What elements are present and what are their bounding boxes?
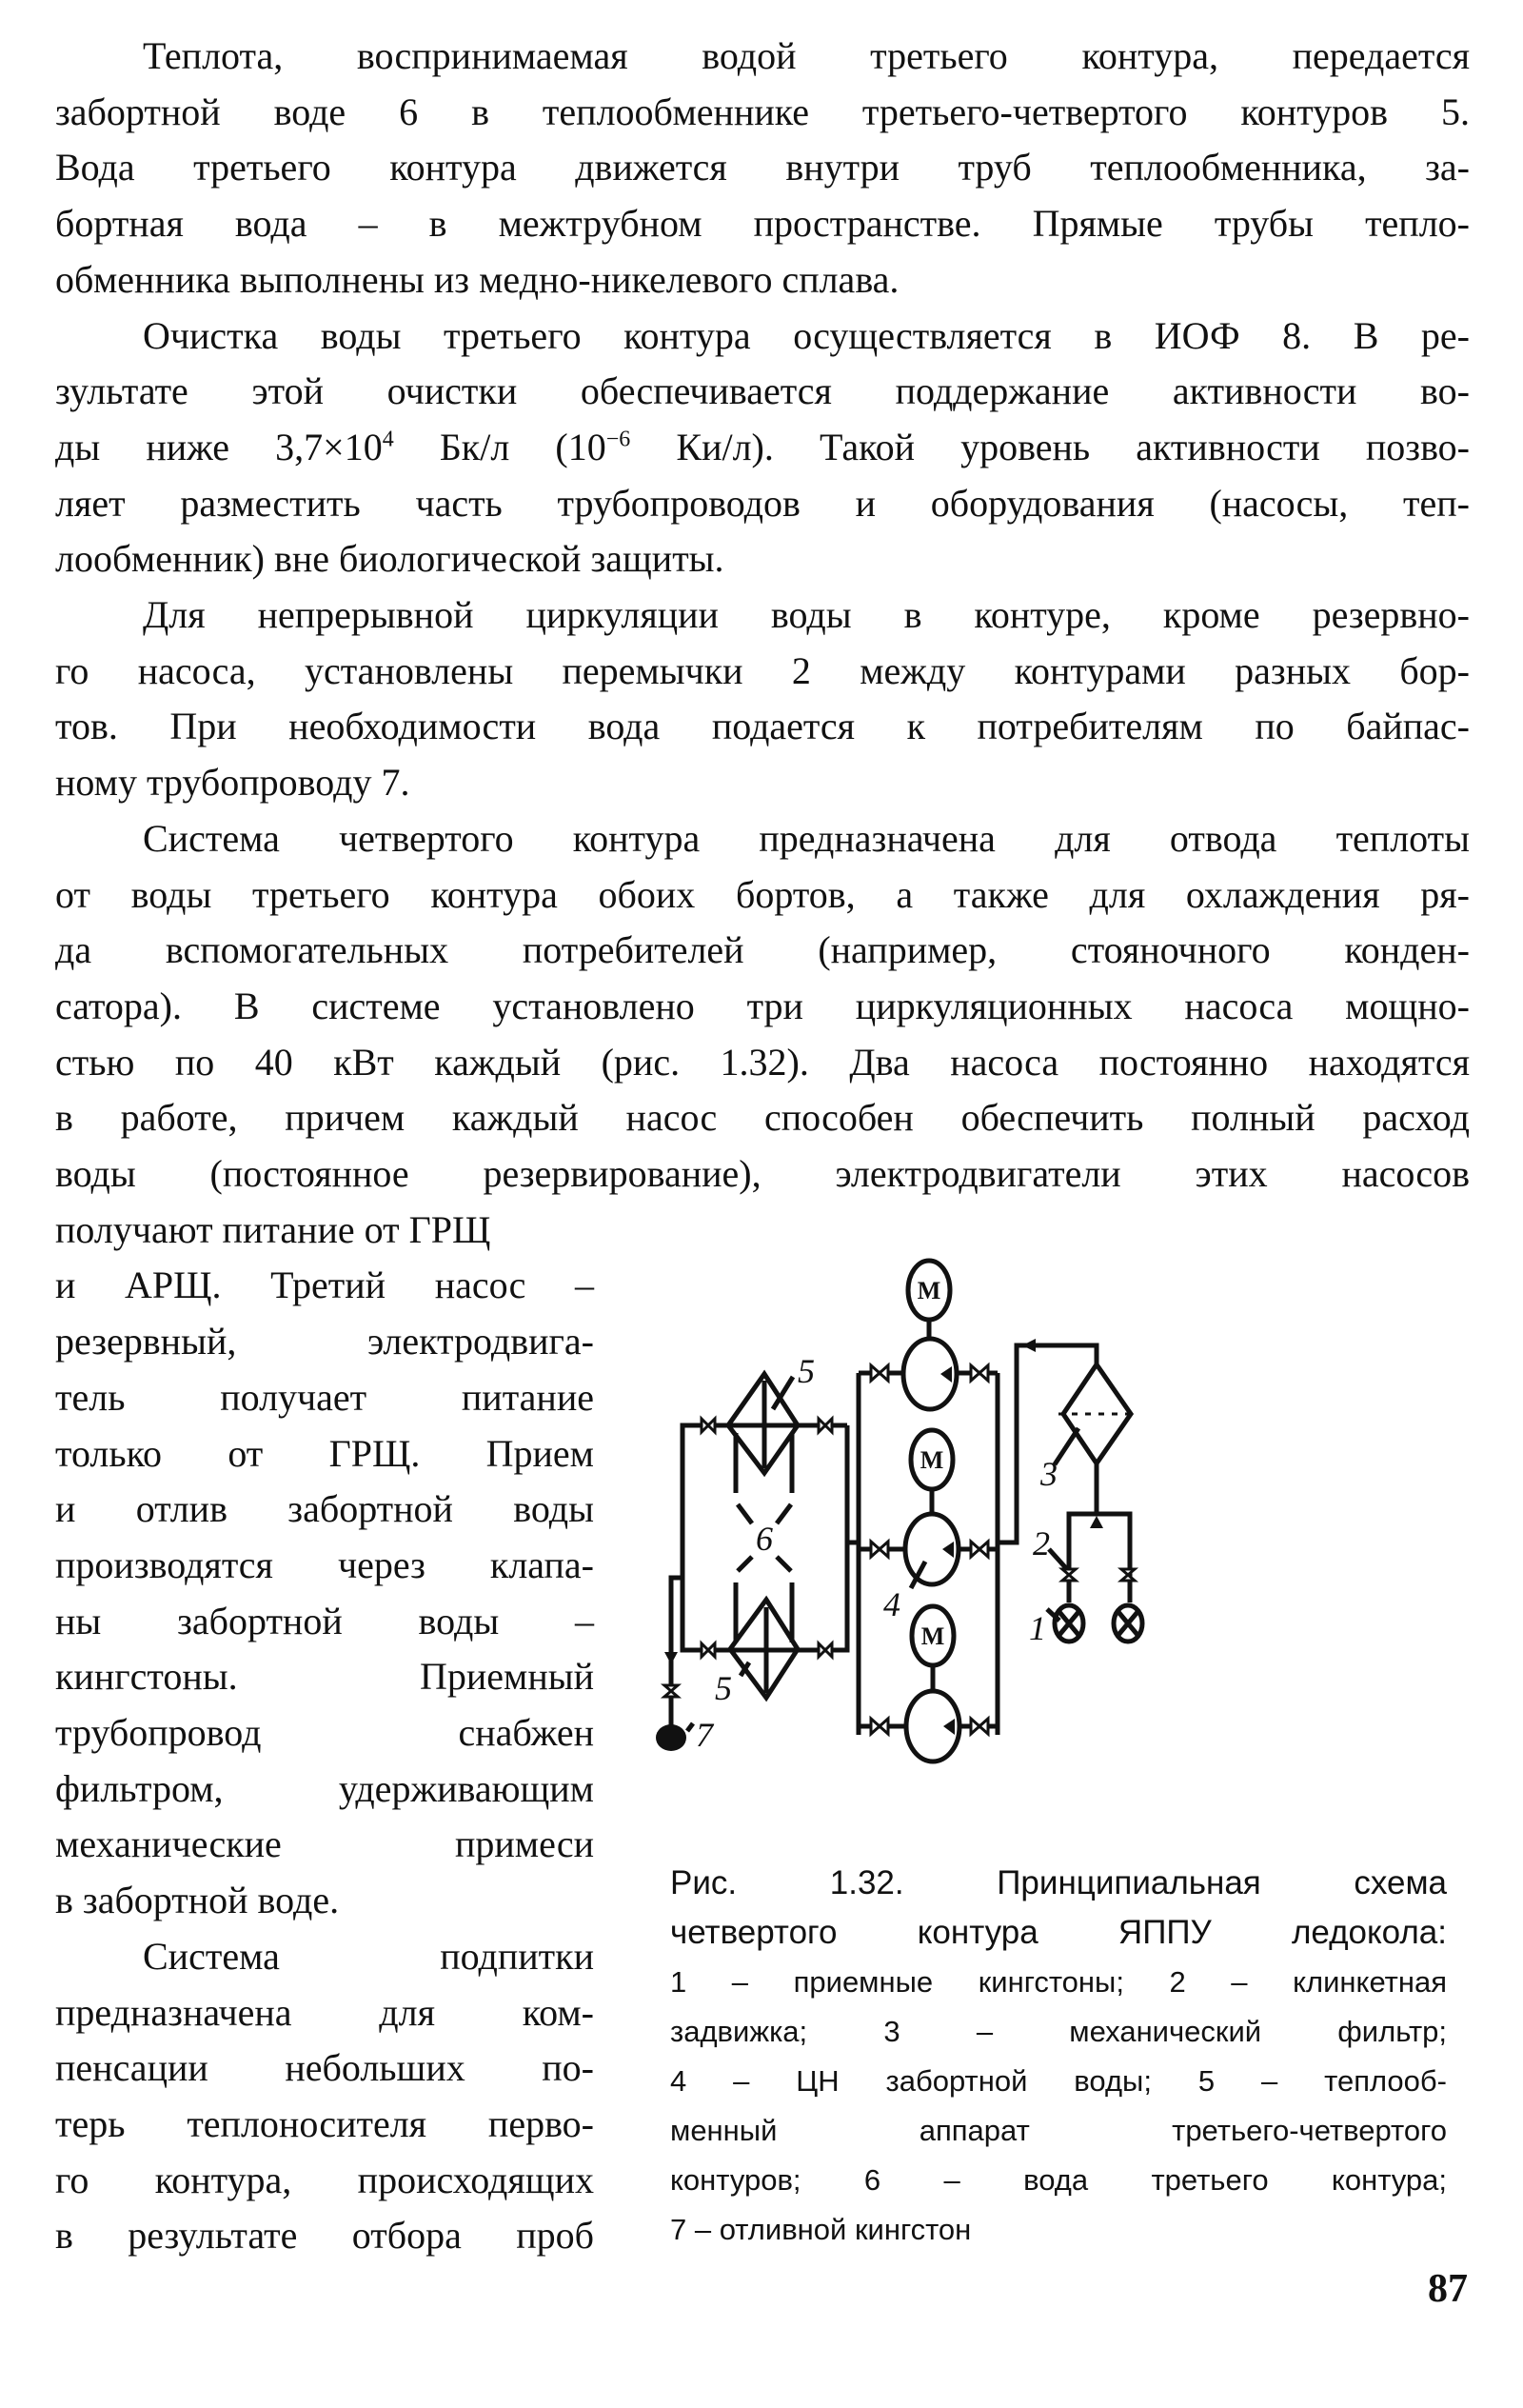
column-line: трубопровод снабжен <box>55 1711 594 1754</box>
body-line: го насоса, установлены перемычки 2 между… <box>55 648 1470 692</box>
column-line: в результате отбора проб <box>55 2214 594 2258</box>
pump-3 <box>903 1688 962 1764</box>
intake-kingston-1 <box>1052 1602 1086 1644</box>
column-line: кингстоны. Приемный <box>55 1655 594 1699</box>
column-line: пенсации небольших по- <box>55 2046 594 2090</box>
column-line: и АРЩ. Третий насос – <box>55 1264 594 1307</box>
motor-label: М <box>921 1622 945 1650</box>
label-5-bottom: 5 <box>715 1669 732 1707</box>
body-line: бортная вода – в межтрубном пространстве… <box>55 202 1470 246</box>
body-line: от воды третьего контура обоих бортов, а… <box>55 872 1470 916</box>
column-line: производятся через клапа- <box>55 1542 594 1586</box>
body-line: воды (постоянное резервирование), электр… <box>55 1152 1470 1195</box>
pump-2 <box>902 1511 961 1587</box>
label-7: 7 <box>696 1716 715 1754</box>
column-line: ны забортной воды – <box>55 1599 594 1642</box>
discharge-kingston <box>656 1724 686 1751</box>
body-line: Для непрерывной циркуляции воды в контур… <box>143 593 1470 636</box>
caption-legend-line: 7 – отливной кингстон <box>670 2213 972 2246</box>
column-line: Система подпитки <box>143 1934 594 1978</box>
motor-label: М <box>918 1277 941 1304</box>
column-line: тель получает питание <box>55 1375 594 1419</box>
caption-title-line: четвертого контура ЯППУ ледокола: <box>670 1914 1447 1951</box>
column-line: предназначена для ком- <box>55 1990 594 2034</box>
heat-exchanger-bottom <box>726 1595 801 1702</box>
heat-exchanger-top <box>724 1369 801 1478</box>
body-line: обменника выполнены из медно-никелевого … <box>55 257 900 301</box>
column-line: терь теплоносителя перво- <box>55 2101 594 2145</box>
caption-legend-line: 1 – приемные кингстоны; 2 – клинкетная <box>670 1965 1447 1999</box>
flow-arrows <box>656 1339 1103 1751</box>
motor-label: М <box>920 1446 944 1474</box>
body-line: ному трубопроводу 7. <box>55 761 410 805</box>
caption-legend-line: 4 – ЦН забортной воды; 5 – теплооб- <box>670 2064 1447 2098</box>
caption-title-line: Рис. 1.32. Принципиальная схема <box>670 1864 1447 1901</box>
column-line: фильтром, удерживающим <box>55 1766 594 1810</box>
label-6: 6 <box>756 1520 773 1558</box>
pump-1 <box>900 1336 959 1412</box>
column-line: резервный, электродвига- <box>55 1320 594 1363</box>
body-line: стью по 40 кВт каждый (рис. 1.32). Два н… <box>55 1040 1470 1084</box>
body-line: в работе, причем каждый насос способен о… <box>55 1096 1470 1140</box>
valves <box>660 1362 1139 1738</box>
body-line: получают питание от ГРЩ <box>55 1207 491 1251</box>
body-line: тов. При необходимости вода подается к п… <box>55 705 1470 748</box>
page-number: 87 <box>1428 2267 1468 2311</box>
label-4: 4 <box>883 1585 900 1623</box>
column-line: механические примеси <box>55 1822 594 1866</box>
body-line: зультате этой очистки обеспечивается под… <box>55 369 1470 413</box>
column-line: го контура, происходящих <box>55 2158 594 2201</box>
column-line: и отлив забортной воды <box>55 1487 594 1531</box>
label-2: 2 <box>1033 1524 1050 1562</box>
body-line: Система четвертого контура предназначена… <box>143 816 1470 860</box>
pipes <box>668 1258 1145 1764</box>
caption-legend-line: контуров; 6 – вода третьего контура; <box>670 2163 1447 2197</box>
intake-kingston-2 <box>1111 1602 1145 1644</box>
body-line: ды ниже 3,7×104 Бк/л (10−6 Ки/л). Такой … <box>55 425 1471 468</box>
body-line: забортной воде 6 в теплообменнике третье… <box>55 90 1470 133</box>
body-line: да вспомогательных потребителей (наприме… <box>55 928 1470 972</box>
body-line: сатора). В системе установлено три цирку… <box>55 984 1470 1027</box>
label-3: 3 <box>1039 1455 1058 1493</box>
body-line: лообменник) вне биологической защиты. <box>55 537 724 581</box>
caption-legend-line: менный аппарат третьего-четвертого <box>670 2114 1447 2147</box>
body-line: Очистка воды третьего контура осуществля… <box>143 313 1470 357</box>
label-1: 1 <box>1029 1609 1046 1647</box>
column-line: только от ГРЩ. Прием <box>55 1431 594 1475</box>
body-line: Теплота, воспринимаемая водой третьего к… <box>143 34 1470 77</box>
body-line: Вода третьего контура движется внутри тр… <box>55 146 1470 189</box>
column-line: в забортной воде. <box>55 1879 340 1922</box>
caption-legend-line: задвижка; 3 – механический фильтр; <box>670 2015 1447 2048</box>
body-line: ляет разместить часть трубопроводов и об… <box>55 481 1470 525</box>
label-5-top: 5 <box>798 1352 815 1390</box>
